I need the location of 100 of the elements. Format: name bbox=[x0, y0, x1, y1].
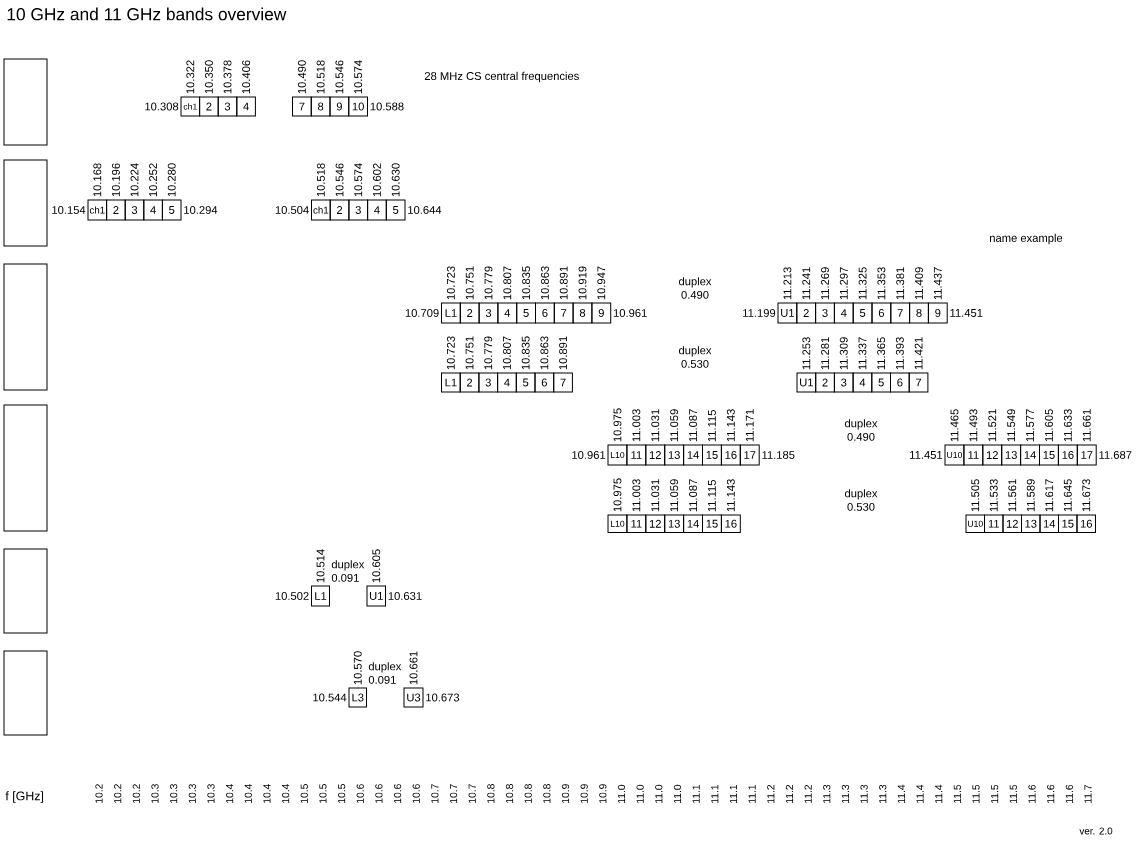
frequency-label: 10.546 bbox=[335, 60, 344, 94]
channel-box: 3 bbox=[478, 372, 499, 393]
axis-tick-label: 10.6 bbox=[375, 784, 383, 803]
frequency-label: 11.605 bbox=[1045, 409, 1053, 442]
axis-tick-label: 11.4 bbox=[935, 784, 943, 803]
axis-tick-label: 10.8 bbox=[505, 784, 514, 803]
axis-label: f [GHz] bbox=[5, 791, 43, 803]
channel-box: 12 bbox=[982, 444, 1003, 466]
frequency-label: 10.863 bbox=[540, 266, 549, 300]
axis-tick-label: 11.5 bbox=[1009, 784, 1017, 803]
frequency-label: 11.645 bbox=[1063, 479, 1072, 512]
channel-box: U10 bbox=[944, 444, 965, 466]
channel-box: ch1 bbox=[87, 199, 108, 221]
channel-box: 4 bbox=[236, 96, 256, 117]
axis-tick-label: 11.2 bbox=[785, 784, 793, 803]
channel-box: 2 bbox=[796, 302, 817, 324]
axis-tick-label: 10.4 bbox=[226, 784, 234, 803]
axis-tick-label: 10.3 bbox=[151, 784, 159, 803]
channel-box: 15 bbox=[1058, 514, 1078, 533]
channel-box: L3 bbox=[348, 687, 367, 708]
version-label: ver. 2.0 bbox=[1079, 827, 1113, 835]
frequency-label: 10.779 bbox=[484, 266, 493, 300]
axis-tick-label: 10.8 bbox=[487, 784, 495, 803]
axis-tick-label: 11.3 bbox=[860, 784, 868, 803]
frequency-label: 11.059 bbox=[670, 479, 679, 512]
channel-box: U1 bbox=[366, 585, 386, 607]
channel-box: L1 bbox=[441, 302, 461, 324]
channel-box: 16 bbox=[1076, 514, 1096, 533]
frequency-label: 11.633 bbox=[1063, 409, 1072, 442]
empty-box bbox=[3, 58, 48, 146]
frequency-label: 11.143 bbox=[726, 479, 735, 512]
frequency-label: 11.451 bbox=[910, 451, 943, 459]
frequency-label: 10.224 bbox=[130, 163, 139, 197]
duplex-label: duplex 0.530 bbox=[679, 346, 712, 368]
frequency-label: 10.751 bbox=[465, 266, 474, 300]
channel-box: 11 bbox=[626, 444, 647, 466]
axis-tick-label: 11.3 bbox=[841, 784, 850, 803]
axis-tick-label: 10.2 bbox=[114, 784, 122, 803]
frequency-label: 11.505 bbox=[971, 479, 980, 512]
frequency-label: 10.546 bbox=[335, 163, 344, 197]
channel-box: L10 bbox=[607, 514, 628, 533]
channel-box: 12 bbox=[1002, 514, 1022, 533]
axis-tick-label: 10.4 bbox=[281, 784, 290, 803]
frequency-label: 10.602 bbox=[373, 163, 381, 197]
frequency-label: 10.723 bbox=[446, 336, 455, 370]
frequency-label: 11.673 bbox=[1082, 479, 1091, 512]
frequency-label: 10.574 bbox=[354, 60, 363, 94]
frequency-label: 10.504 bbox=[275, 206, 309, 214]
channel-box: L1 bbox=[441, 372, 461, 393]
axis-tick-label: 11.0 bbox=[673, 784, 682, 803]
axis-tick-label: 11.0 bbox=[617, 784, 626, 803]
frequency-label: 10.196 bbox=[111, 163, 120, 197]
axis-tick-label: 11.5 bbox=[972, 784, 980, 803]
frequency-label: 11.003 bbox=[632, 479, 641, 512]
frequency-label: 10.605 bbox=[372, 549, 381, 583]
axis-tick-label: 10.6 bbox=[393, 784, 402, 803]
channel-box: 8 bbox=[572, 302, 593, 324]
axis-tick-label: 10.5 bbox=[319, 784, 327, 803]
frequency-label: 11.241 bbox=[802, 267, 811, 300]
frequency-label: 11.269 bbox=[821, 267, 829, 300]
channel-box: 7 bbox=[292, 96, 312, 117]
channel-box: 5 bbox=[516, 302, 536, 324]
axis-tick-label: 11.5 bbox=[953, 784, 961, 803]
axis-tick-label: 11.7 bbox=[1084, 784, 1092, 803]
channel-box: 5 bbox=[515, 372, 536, 393]
frequency-label: 11.421 bbox=[914, 337, 923, 370]
frequency-label: 11.465 bbox=[950, 409, 959, 442]
axis-tick-label: 11.3 bbox=[823, 784, 831, 803]
frequency-label: 10.947 bbox=[597, 266, 606, 300]
frequency-label: 10.490 bbox=[297, 60, 306, 94]
frequency-label: 11.297 bbox=[839, 267, 848, 300]
frequency-label: 10.961 bbox=[613, 309, 647, 317]
frequency-label: 10.322 bbox=[186, 60, 195, 94]
channel-box: U1 bbox=[796, 372, 817, 393]
frequency-label: 11.549 bbox=[1007, 409, 1016, 442]
frequency-label: 11.171 bbox=[745, 409, 754, 442]
frequency-label: 11.199 bbox=[743, 309, 776, 317]
frequency-label: 10.588 bbox=[370, 102, 404, 111]
frequency-label: 10.807 bbox=[503, 266, 512, 300]
axis-tick-label: 11.0 bbox=[655, 784, 663, 803]
frequency-label: 11.451 bbox=[950, 309, 983, 317]
channel-box: 5 bbox=[852, 302, 873, 324]
channel-box: 13 bbox=[664, 514, 685, 533]
channel-box: 17 bbox=[1076, 444, 1097, 466]
frequency-label: 10.863 bbox=[540, 336, 549, 370]
channel-box: 2 bbox=[106, 199, 126, 221]
frequency-label: 10.630 bbox=[391, 163, 400, 197]
channel-box: 7 bbox=[908, 372, 929, 393]
channel-box: 4 bbox=[852, 372, 873, 393]
channel-box: 15 bbox=[702, 514, 722, 533]
frequency-label: 10.709 bbox=[405, 309, 439, 317]
frequency-label: 11.143 bbox=[726, 409, 735, 442]
channel-box: 3 bbox=[348, 199, 369, 221]
axis-tick-label: 11.6 bbox=[1028, 784, 1036, 803]
channel-box: 3 bbox=[217, 96, 238, 117]
frequency-label: 10.975 bbox=[613, 478, 622, 512]
channel-box: 3 bbox=[833, 372, 854, 393]
channel-box: 15 bbox=[702, 444, 722, 466]
channel-box: 9 bbox=[927, 302, 948, 324]
duplex-label: duplex 0.091 bbox=[368, 662, 402, 684]
